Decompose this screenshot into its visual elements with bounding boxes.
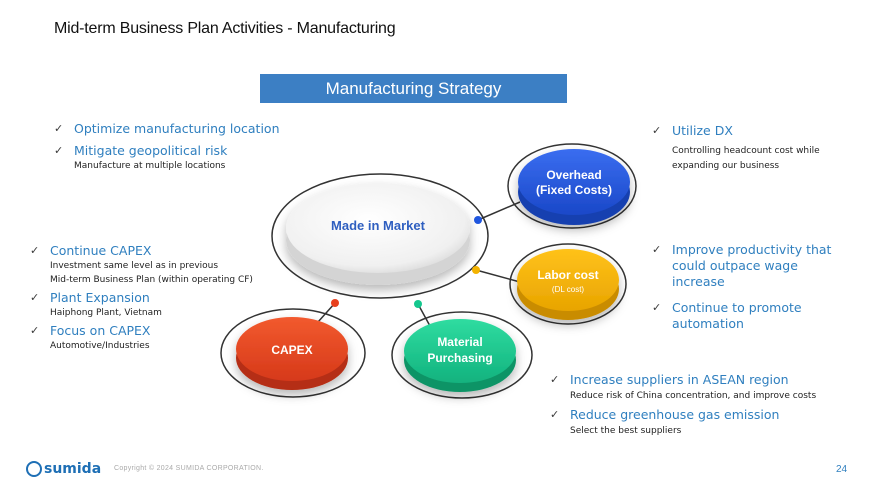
bullet-text-continuation: automation <box>672 316 744 331</box>
check-icon: ✓ <box>30 244 40 257</box>
block-capex: ✓ Continue CAPEX Investment same level as… <box>30 243 253 353</box>
bullet-subtext: Automotive/Industries <box>50 341 150 351</box>
bullet-item: ✓ Utilize DX <box>652 123 820 139</box>
bullet-text-continuation: increase <box>672 274 725 289</box>
bullet-subtext: Controlling headcount cost while <box>672 146 820 156</box>
connector-material <box>417 303 431 327</box>
dot-overhead <box>474 216 482 224</box>
center-disc <box>286 183 470 285</box>
bullet-text: Continue to promote <box>672 300 802 315</box>
bullet-text: Mitigate geopolitical risk <box>74 143 228 158</box>
bullet-subtext: Haiphong Plant, Vietnam <box>50 308 162 318</box>
bullet-item: ✓ Plant Expansion <box>30 290 253 306</box>
connector-capex <box>317 302 336 323</box>
bullet-text: Utilize DX <box>672 123 733 138</box>
bullet-text: Focus on CAPEX <box>50 323 151 338</box>
bullet-item: ✓ Reduce greenhouse gas emission <box>550 407 816 423</box>
capex-ring <box>220 308 366 398</box>
dot-material <box>414 300 422 308</box>
check-icon: ✓ <box>550 408 560 421</box>
bullet-item: ✓ Optimize manufacturing location <box>54 121 280 137</box>
center-label: Made in Market <box>331 218 426 233</box>
material-ring <box>391 311 533 399</box>
bullet-subtext: expanding our business <box>672 161 780 171</box>
page-number: 24 <box>836 464 848 475</box>
check-icon: ✓ <box>652 301 662 314</box>
labor-ring <box>509 243 627 325</box>
bullet-text-continuation: could outpace wage <box>672 258 798 273</box>
dot-labor <box>472 266 480 274</box>
material-label-1: Material <box>437 335 482 349</box>
bullet-text: Reduce greenhouse gas emission <box>570 407 780 422</box>
bullet-subtext: Select the best suppliers <box>570 426 682 436</box>
connector-labor <box>475 269 521 283</box>
dot-capex <box>331 299 339 307</box>
bullet-subtext: Mid-term Business Plan (within operating… <box>50 275 253 285</box>
strategy-banner: Manufacturing Strategy <box>260 74 567 103</box>
bullet-text: Improve productivity that <box>672 242 832 257</box>
block-dx: ✓ Utilize DX Controlling headcount cost w… <box>652 123 820 173</box>
bullet-text: Plant Expansion <box>50 290 150 305</box>
check-icon: ✓ <box>652 124 662 137</box>
bullet-subtext: Reduce risk of China concentration, and … <box>570 391 817 401</box>
material-label-2: Purchasing <box>427 351 492 365</box>
labor-label-2: (DL cost) <box>552 285 584 294</box>
overhead-label-2: (Fixed Costs) <box>536 183 612 197</box>
sumida-logo: sumida <box>26 461 101 477</box>
check-icon: ✓ <box>54 144 64 157</box>
labor-disc <box>517 249 619 320</box>
bullet-text: Continue CAPEX <box>50 243 152 258</box>
bullet-item: ✓ Continue to promote <box>652 300 831 316</box>
bullet-subtext: Investment same level as in previous <box>50 261 219 271</box>
check-icon: ✓ <box>550 373 560 386</box>
bullet-item: ✓ Mitigate geopolitical risk <box>54 143 280 159</box>
block-productivity: ✓ Improve productivity that could outpace… <box>652 242 831 332</box>
bullet-item: ✓ Increase suppliers in ASEAN region <box>550 372 816 388</box>
center-orbit-ring <box>271 173 489 299</box>
capex-disc <box>236 317 348 390</box>
connector-overhead <box>477 201 521 221</box>
overhead-ring <box>507 143 637 229</box>
bullet-subtext: Manufacture at multiple locations <box>74 161 226 171</box>
material-disc <box>404 319 516 392</box>
overhead-label-1: Overhead <box>546 168 601 182</box>
capex-label: CAPEX <box>271 343 312 357</box>
check-icon: ✓ <box>30 291 40 304</box>
copyright-text: Copyright © 2024 SUMIDA CORPORATION. <box>114 465 264 472</box>
block-suppliers: ✓ Increase suppliers in ASEAN region Redu… <box>550 372 816 440</box>
check-icon: ✓ <box>54 122 64 135</box>
overhead-disc <box>518 149 630 225</box>
labor-label-1: Labor cost <box>537 268 598 282</box>
block-location: ✓ Optimize manufacturing location ✓ Mitiga… <box>54 121 280 173</box>
check-icon: ✓ <box>652 243 662 256</box>
logo-mark-icon <box>26 461 42 477</box>
logo-text: sumida <box>44 461 102 477</box>
bullet-item: ✓ Focus on CAPEX <box>30 323 253 339</box>
bullet-item: ✓ Improve productivity that <box>652 242 831 258</box>
slide-title: Mid-term Business Plan Activities - Manu… <box>54 20 396 37</box>
bullet-text: Increase suppliers in ASEAN region <box>570 372 789 387</box>
bullet-item: ✓ Continue CAPEX <box>30 243 253 259</box>
bullet-text: Optimize manufacturing location <box>74 121 280 136</box>
check-icon: ✓ <box>30 324 40 337</box>
